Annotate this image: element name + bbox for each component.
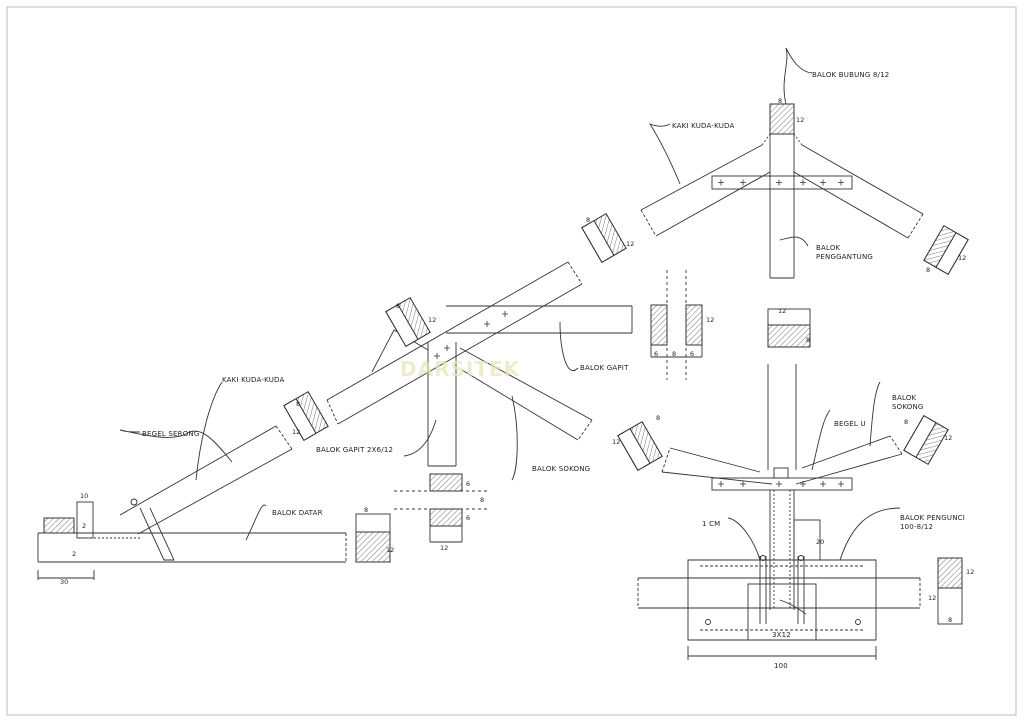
dim-8-f: 8 <box>672 350 676 358</box>
middle-joint <box>326 261 633 481</box>
gapit-section-horizontal <box>394 473 490 543</box>
dim-12-e: 12 <box>440 544 448 552</box>
dim-12-g: 12 <box>778 307 786 315</box>
dim-12-h: 12 <box>612 438 620 446</box>
left-support-joint <box>37 381 347 580</box>
dim-8-d: 8 <box>364 506 368 514</box>
dim-12-j: 12 <box>958 254 966 262</box>
rafter-section-left <box>283 391 329 441</box>
dim-2b: 2 <box>72 550 76 558</box>
label-balok-gapit-2x: BALOK GAPIT 2X6/12 <box>316 446 393 454</box>
label-begel-serong: BEGEL SERONG <box>142 430 200 438</box>
dim-8-h: 8 <box>656 414 660 422</box>
dim-6-a: 6 <box>466 480 470 488</box>
label-kaki-kuda-top: KAKI KUDA-KUDA <box>672 122 734 130</box>
rafter-section-bottom-left <box>617 421 663 471</box>
rafter-section-bottom-right <box>903 415 949 465</box>
label-kaki-kuda-left: KAKI KUDA-KUDA <box>222 376 284 384</box>
dimension-numbers: 30 10 2 2 8 12 8 12 8 12 8 12 6 8 6 12 1… <box>60 97 974 624</box>
label-3x12: 3X12 <box>772 631 791 639</box>
dim-12-l: 12 <box>928 594 936 602</box>
dim-12-i: 12 <box>944 434 952 442</box>
balok-section-8-12 <box>767 308 811 348</box>
label-balok-sokong-r2: SOKONG <box>892 403 924 411</box>
label-balok-bubung: BALOK BUBUNG 8/12 <box>812 71 889 79</box>
gapit-section-pair <box>650 270 703 380</box>
dim-8-g: 8 <box>806 336 810 344</box>
dim-6-b: 6 <box>466 514 470 522</box>
watermark: DARSITEK <box>400 357 521 381</box>
dim-8-b: 8 <box>396 302 400 310</box>
dim-8-a: 8 <box>296 400 300 408</box>
dim-8-e: 8 <box>480 496 484 504</box>
sheet-border <box>6 6 1017 716</box>
dim-8-k: 8 <box>948 616 952 624</box>
label-balok-penggantung-2: PENGGANTUNG <box>816 253 873 261</box>
label-begel-u: BEGEL U <box>834 420 866 428</box>
label-balok-sokong-r1: BALOK <box>892 394 917 402</box>
labels: BALOK BUBUNG 8/12 KAKI KUDA-KUDA BALOK P… <box>142 71 965 670</box>
dim-12-c: 12 <box>626 240 634 248</box>
label-dim-100: 100 <box>774 662 788 670</box>
dim-8-c: 8 <box>586 216 590 224</box>
dim-8-i: 8 <box>904 418 908 426</box>
rafter-section-left-top <box>581 213 627 263</box>
balok-bubung-section <box>769 103 795 135</box>
label-balok-pengunci-2: 100-8/12 <box>900 523 933 531</box>
dim-6-c: 6 <box>654 350 658 358</box>
label-balok-pengunci-1: BALOK PENGUNCI <box>900 514 965 522</box>
label-balok-datar: BALOK DATAR <box>272 509 323 517</box>
dim-12-b: 12 <box>428 316 436 324</box>
dim-12-m: 12 <box>796 116 804 124</box>
dim-2a: 2 <box>82 522 86 530</box>
dim-6-d: 6 <box>690 350 694 358</box>
dim-12-d: 12 <box>386 546 394 554</box>
rafter-section-right-top <box>923 225 969 275</box>
ridge-joint <box>640 47 924 279</box>
pengunci-section <box>937 557 963 625</box>
dim-20: 20 <box>816 538 824 546</box>
dim-12-k: 12 <box>966 568 974 576</box>
dim-8-j: 8 <box>926 266 930 274</box>
dim-10: 10 <box>80 492 88 500</box>
datar-section <box>355 513 391 563</box>
label-balok-gapit: BALOK GAPIT <box>580 364 629 372</box>
rafter-section-mid <box>385 297 431 347</box>
bottom-right-joint <box>637 364 921 660</box>
label-1cm: 1 CM <box>702 520 720 528</box>
dim-12-f: 12 <box>706 316 714 324</box>
label-balok-sokong: BALOK SOKONG <box>532 465 590 473</box>
label-balok-penggantung-1: BALOK <box>816 244 841 252</box>
dim-8-l: 8 <box>778 97 782 105</box>
dim-12-a: 12 <box>292 428 300 436</box>
dim-30: 30 <box>60 578 68 586</box>
